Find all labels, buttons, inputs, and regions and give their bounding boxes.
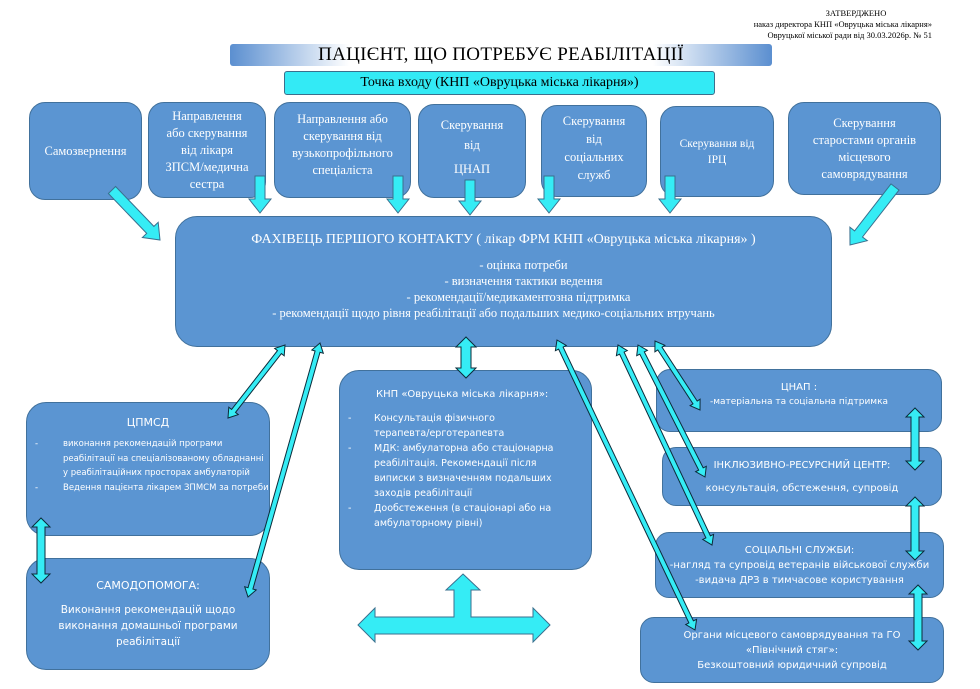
- first-contact-item: - оцінка потреби: [479, 258, 568, 272]
- source-social-services-referral: Скерування від соціальних служб: [541, 105, 647, 197]
- source-specialist-referral: Направлення або скерування від вузькопро…: [274, 102, 411, 198]
- source-line: ЗПСМ/медична: [165, 160, 249, 174]
- hospital-list: Консультація фізичного терапевта/ерготер…: [340, 411, 591, 531]
- social-services-title: СОЦІАЛЬНІ СЛУЖБИ:: [744, 544, 855, 556]
- approval-order-line: наказ директора КНП «Овруцька міська лік…: [753, 19, 932, 29]
- hospital-title: КНП «Овруцька міська лікарня»:: [376, 389, 549, 400]
- source-irc-referral: Скерування від ІРЦ: [660, 106, 774, 197]
- entry-point-box: Точка входу (КНП «Овруцька міська лікарн…: [284, 71, 715, 95]
- self-help-box: САМОДОПОМОГА: Виконання рекомендацій щод…: [26, 558, 270, 670]
- cpmsd-box: ЦПМСД виконання рекомендацій програми ре…: [26, 402, 270, 536]
- source-line: від: [586, 132, 602, 146]
- source-line: Направлення або: [297, 112, 388, 126]
- cnap-line: -матеріальна та соціальна підтримка: [709, 397, 889, 407]
- social-services-line: -видача ДРЗ в тимчасове користування: [695, 574, 904, 586]
- local-gov-title: Органи місцевого самоврядування та ГО: [683, 629, 901, 641]
- source-line: або скерування: [166, 126, 248, 140]
- source-line: служб: [577, 168, 611, 182]
- first-contact-title: ФАХІВЕЦЬ ПЕРШОГО КОНТАКТУ ( лікар ФРМ КН…: [251, 232, 756, 247]
- source-line: Скерування: [440, 118, 504, 132]
- diagram-title: ПАЦІЄНТ, ЩО ПОТРЕБУЄ РЕАБІЛІТАЦІЇ: [230, 44, 772, 66]
- first-contact-item: - рекомендації щодо рівня реабілітації а…: [272, 306, 715, 320]
- source-line: соціальних: [564, 150, 624, 164]
- source-line: старостами органів: [812, 132, 917, 147]
- approval-date-line: Овруцької міської ради від 30.03.2026р. …: [767, 30, 932, 40]
- source-local-gov-referral: Скерування старостами органів місцевого …: [788, 102, 941, 195]
- cpmsd-title: ЦПМСД: [126, 416, 170, 429]
- first-contact-item: - рекомендації/медикаментозна підтримка: [406, 290, 631, 304]
- source-line: ІРЦ: [707, 153, 727, 166]
- approval-stamp: ЗАТВЕРДЖЕНО наказ директора КНП «Овруцьк…: [720, 8, 932, 41]
- source-line: сестра: [189, 177, 225, 191]
- irc-title: ІНКЛЮЗИВНО-РЕСУРСНИЙ ЦЕНТР:: [713, 459, 891, 471]
- local-gov-line: «Північний стяг»:: [745, 644, 839, 656]
- source-line: Скерування від: [679, 137, 755, 150]
- source-line: Скерування: [833, 115, 896, 130]
- first-contact-item: - визначення тактики ведення: [444, 274, 603, 288]
- cpmsd-item: Ведення пацієнта лікарем ЗПМСМ за потреб…: [27, 481, 269, 496]
- local-gov-line: Безкоштовний юридичний супровід: [697, 659, 887, 671]
- source-line: від лікаря: [180, 143, 233, 157]
- source-line: місцевого: [838, 149, 891, 164]
- source-line: самоврядування: [821, 166, 908, 181]
- self-help-title: САМОДОПОМОГА:: [96, 579, 200, 592]
- cnap-title: ЦНАП :: [780, 382, 818, 393]
- source-line: Направлення: [172, 109, 242, 123]
- first-contact-list: - оцінка потреби - визначення тактики ве…: [272, 257, 735, 321]
- source-line: ЦНАП: [453, 162, 491, 176]
- cpmsd-item: виконання рекомендацій програми реабіліт…: [27, 437, 269, 481]
- source-cnap-referral: Скерування від ЦНАП: [418, 104, 526, 198]
- inclusive-resource-center-box: ІНКЛЮЗИВНО-РЕСУРСНИЙ ЦЕНТР: консультація…: [662, 447, 942, 506]
- self-help-text: Виконання рекомендацій щодо виконання до…: [58, 604, 238, 648]
- hospital-item: МДК: амбулаторна або стаціонарна реабілі…: [340, 441, 591, 501]
- irc-line: консультація, обстеження, супровід: [705, 482, 899, 494]
- social-services-box: СОЦІАЛЬНІ СЛУЖБИ: -нагляд та супровід ве…: [655, 532, 944, 598]
- local-gov-ngo-box: Органи місцевого самоврядування та ГО «П…: [640, 617, 944, 683]
- source-self-referral: Самозвернення: [29, 102, 142, 200]
- source-line: вузькопрофільного: [292, 146, 393, 160]
- source-line: Скерування: [562, 114, 626, 128]
- hospital-item: Консультація фізичного терапевта/ерготер…: [340, 411, 591, 441]
- social-services-line: -нагляд та супровід ветеранів військової…: [669, 559, 930, 571]
- hospital-box: КНП «Овруцька міська лікарня»: Консульта…: [339, 370, 592, 570]
- source-line: скерування від: [303, 129, 382, 143]
- t-arrow-hospital-outputs: [357, 573, 551, 644]
- source-line: спеціаліста: [312, 163, 373, 177]
- first-contact-specialist-box: ФАХІВЕЦЬ ПЕРШОГО КОНТАКТУ ( лікар ФРМ КН…: [175, 216, 832, 347]
- source-line: від: [464, 138, 480, 152]
- hospital-item: Дообстеження (в стаціонарі або на амбула…: [340, 501, 591, 531]
- approval-title: ЗАТВЕРДЖЕНО: [825, 8, 887, 18]
- source-gp-referral: Направлення або скерування від лікаря ЗП…: [148, 102, 266, 198]
- cnap-support-box: ЦНАП : -матеріальна та соціальна підтрим…: [656, 369, 942, 432]
- source-line: Самозвернення: [44, 143, 127, 158]
- cpmsd-list: виконання рекомендацій програми реабіліт…: [27, 437, 269, 495]
